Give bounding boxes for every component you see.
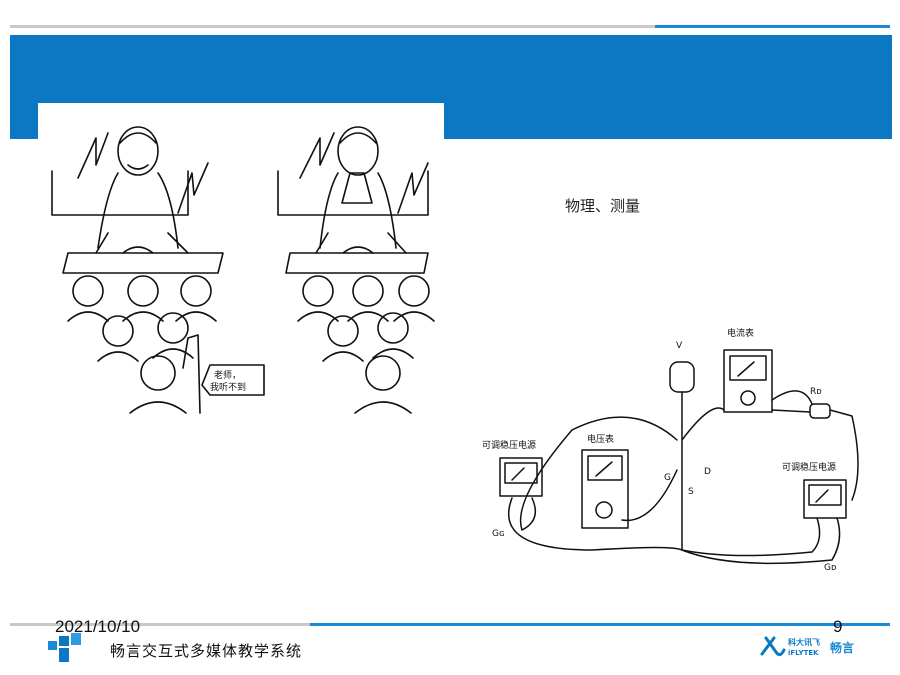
iflytek-logo: 科大讯飞 iFLYTEK 畅言 (760, 636, 854, 657)
speech-bubble-line2: 我听不到 (210, 381, 246, 393)
classroom-cartoon-drawing: 老师， 我听不到 (51, 126, 435, 414)
brand-en: iFLYTEK (788, 649, 819, 657)
page-number: 9 (833, 617, 843, 636)
classroom-cartoon: 老师， 我听不到 (38, 103, 444, 448)
circuit-drawing: V 电流表 Rᴅ 可调稳压电源 电压表 可调稳压电源 G D S Gɢ Gᴅ (482, 327, 859, 573)
slide-caption: 物理、测量 (565, 197, 641, 215)
speech-bubble-line1: 老师， (214, 369, 241, 381)
label-voltmeter: 电压表 (587, 433, 614, 445)
label-s: S (688, 487, 694, 497)
label-ammeter: 电流表 (727, 327, 754, 339)
brand-cn: 科大讯飞 (788, 637, 820, 647)
label-g: G (664, 473, 671, 483)
label-d: D (704, 467, 711, 477)
header-divider (10, 25, 890, 28)
label-v: V (676, 341, 683, 351)
changyan-logo-icon (48, 633, 81, 662)
circuit-diagram: V 电流表 Rᴅ 可调稳压电源 电压表 可调稳压电源 G D S Gɢ Gᴅ (472, 320, 872, 585)
footer-date: 2021/10/10 (55, 617, 141, 636)
label-gg: Gɢ (492, 529, 505, 539)
label-rd: Rᴅ (810, 387, 822, 397)
label-gd: Gᴅ (824, 563, 836, 573)
label-source-left: 可调稳压电源 (482, 439, 536, 451)
footer-accent-line (310, 623, 890, 626)
header-accent-line (655, 25, 890, 28)
label-source-right: 可调稳压电源 (782, 461, 836, 473)
footer-system-name: 畅言交互式多媒体教学系统 (110, 642, 303, 660)
brand-product: 畅言 (830, 640, 854, 655)
